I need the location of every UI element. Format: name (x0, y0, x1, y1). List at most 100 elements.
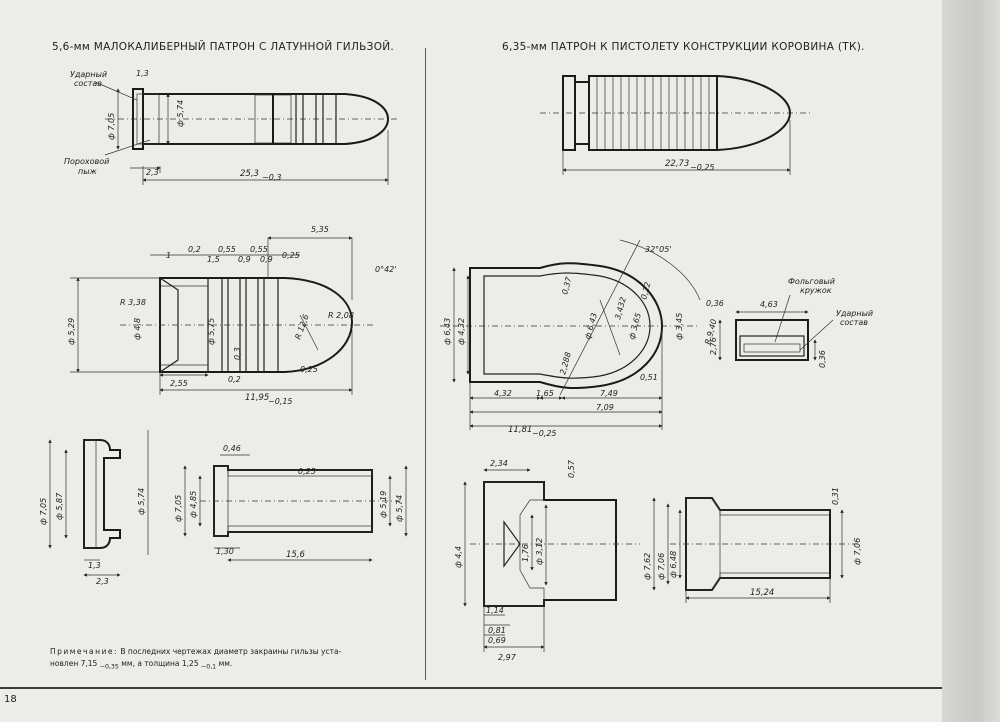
dim-r338: R 3,38 (120, 298, 146, 307)
dim-head-44: ф 4,4 (454, 546, 463, 568)
dim-rim-23: 2,3 (96, 577, 109, 586)
label-primer-2: состав (74, 79, 102, 88)
dim-right-1181: 11,81 (508, 425, 532, 435)
left-panel-title: 5,6-мм МАЛОКАЛИБЕРНЫЙ ПАТРОН С ЛАТУННОЙ … (52, 41, 395, 53)
dim-rim-thickness: 1,3 (136, 69, 149, 78)
dim-02a: 0,2 (188, 245, 201, 254)
bullet-outline (159, 277, 354, 373)
left-case-drawing: 0,46 ф 7,05 ф 4,85 ф 5,19 ф 5,74 1,30 15… (174, 444, 408, 562)
dim-03: 0,3 (233, 347, 242, 360)
footnote-tol-2: −0,1 (200, 663, 217, 671)
label-powder: Пороховой (64, 157, 109, 166)
dim-head-234: 2,34 (490, 459, 508, 468)
dim-angle: 0°42' (375, 265, 396, 274)
dim-1: 1 (166, 251, 171, 260)
label-right-primer-2: состав (840, 318, 868, 327)
dim-head-297: 2,97 (498, 653, 517, 662)
dim-case-130: 1,30 (216, 547, 234, 556)
dim-right-angle: 32°05' (645, 245, 672, 254)
dim-primer-036b: 0,36 (818, 350, 827, 368)
left-rim-drawing: ф 7,05 ф 5,87 ф 5,74 1,3 2,3 (39, 430, 149, 586)
dim-rim-587: ф 5,87 (55, 492, 64, 520)
right-cartridge-drawing: 22,73 −0,25 (540, 74, 810, 175)
right-case-head-drawing: 2,34 0,57 ф 4,4 1,76 ф 3,12 1,14 0,81 0,… (454, 459, 640, 662)
dim-right-165: 1,65 (536, 389, 554, 398)
dim-r208: R 2,08 (328, 311, 354, 320)
page-number: 18 (4, 694, 17, 705)
footnote-lead: Примечание: (50, 647, 118, 656)
footnote-text-1: В последних чертежах диаметр закраины ги… (120, 647, 342, 656)
dim-case-706b: ф 7,06 (853, 538, 862, 565)
label-foil: Фольговый (788, 277, 835, 286)
footnote-text-2: новлен 7,15 (50, 659, 98, 668)
dim-length: 25,3 (240, 169, 259, 179)
dim-right-345: ф 3,45 (675, 313, 684, 340)
left-cartridge-drawing: Ударный состав Пороховой пыж 1,3 ф 7,05 … (64, 69, 400, 185)
dim-right-2288: 2,288 (558, 351, 573, 375)
dim-r126: R 12,6 (293, 313, 310, 340)
right-case-drawing: ф 7,62 ф 7,06 ф 6,48 0,31 ф 7,06 15,24 (643, 487, 862, 603)
dim-case-705: ф 7,05 (174, 495, 183, 522)
dim-case-706: ф 7,06 (657, 553, 666, 580)
dim-case-031: 0,31 (831, 487, 840, 505)
left-bullet-drawing: 5,35 0,2 1,5 0,55 0,9 0,55 0,9 0,25 1 0°… (67, 225, 396, 406)
dim-055b: 0,55 (250, 245, 268, 254)
dim-right-432: ф 4,32 (457, 318, 466, 345)
dim-255: 2,55 (170, 379, 188, 388)
dim-head-114: 1,14 (486, 606, 504, 615)
dim-right-length-tol: −0,25 (690, 163, 715, 172)
dim-case-519: ф 5,19 (379, 491, 388, 518)
dim-right-709: 7,09 (596, 403, 614, 412)
dim-right-length: 22,73 (665, 159, 689, 169)
dim-bullet-top-length: 5,35 (311, 225, 329, 234)
dim-primer-036: 0,36 (706, 299, 724, 308)
right-bullet-drawing: 32°05' ф 6,43 ф 4,32 0,37 ф 6,43 3,432 ф… (440, 239, 719, 438)
panel-divider (425, 48, 426, 680)
dim-head-176: 1,76 (521, 544, 530, 562)
footnote-text-3: мм, а толщина 1,25 (121, 659, 199, 668)
dim-primer-463: 4,63 (760, 300, 778, 309)
dim-right-3432: 3,432 (613, 296, 628, 320)
dim-dia-48: ф 4,8 (133, 318, 142, 340)
technical-drawing: Ударный состав Пороховой пыж 1,3 ф 7,05 … (39, 69, 873, 662)
dim-case-648: ф 6,48 (669, 551, 678, 578)
dim-length-tol: −0,3 (262, 173, 281, 182)
dim-right-051: 0,51 (640, 373, 658, 382)
label-right-primer: Ударный (836, 309, 873, 318)
footnote-text-4: мм. (218, 659, 233, 668)
dim-case-156: 15,6 (286, 550, 306, 560)
dim-055a: 0,55 (218, 245, 236, 254)
footnote: Примечание: В последних чертежах диаметр… (50, 646, 360, 674)
dim-right-037: 0,37 (560, 275, 574, 295)
dim-head-312: ф 3,12 (535, 538, 544, 565)
dim-right-749: 7,49 (600, 389, 618, 398)
dim-case-046: 0,46 (223, 444, 241, 453)
dim-bullet-length: 11,95 (245, 393, 269, 403)
label-powder-2: пыж (78, 167, 98, 176)
dim-rim-705: ф 7,05 (39, 498, 48, 525)
dim-head-057: 0,57 (567, 459, 576, 478)
dim-bullet-length-tol: −0,15 (268, 397, 293, 406)
dim-15: 1,5 (207, 255, 220, 264)
dim-rim-13: 1,3 (88, 561, 101, 570)
label-primer: Ударный (70, 70, 107, 79)
dim-025: 0,25 (282, 251, 300, 260)
dim-case-025: 0,25 (298, 467, 316, 476)
dim-right-643: ф 6,43 (443, 318, 452, 345)
dim-head-081: 0,81 (488, 626, 506, 635)
dim-case-762: ф 7,62 (643, 553, 652, 580)
bottom-rule (0, 687, 942, 689)
dim-case-1524: 15,24 (750, 588, 774, 598)
right-panel-title: 6,35-мм ПАТРОН К ПИСТОЛЕТУ КОНСТРУКЦИИ К… (502, 41, 865, 53)
dim-case-dia: ф 5,74 (176, 100, 185, 127)
dim-case-574: ф 5,74 (395, 495, 404, 522)
dim-right-022: 0,22 (639, 281, 652, 301)
dim-dia-529: ф 5,29 (67, 318, 76, 345)
dim-right-1181-tol: −0,25 (532, 429, 557, 438)
dim-head-069: 0,69 (488, 636, 506, 645)
dim-powder: 2,3 (146, 168, 159, 177)
dim-right-432b: 4,32 (494, 389, 512, 398)
dim-rim-574: ф 5,74 (137, 488, 146, 515)
dim-09a: 0,9 (238, 255, 251, 264)
dim-025b: 0,25 (300, 365, 318, 374)
